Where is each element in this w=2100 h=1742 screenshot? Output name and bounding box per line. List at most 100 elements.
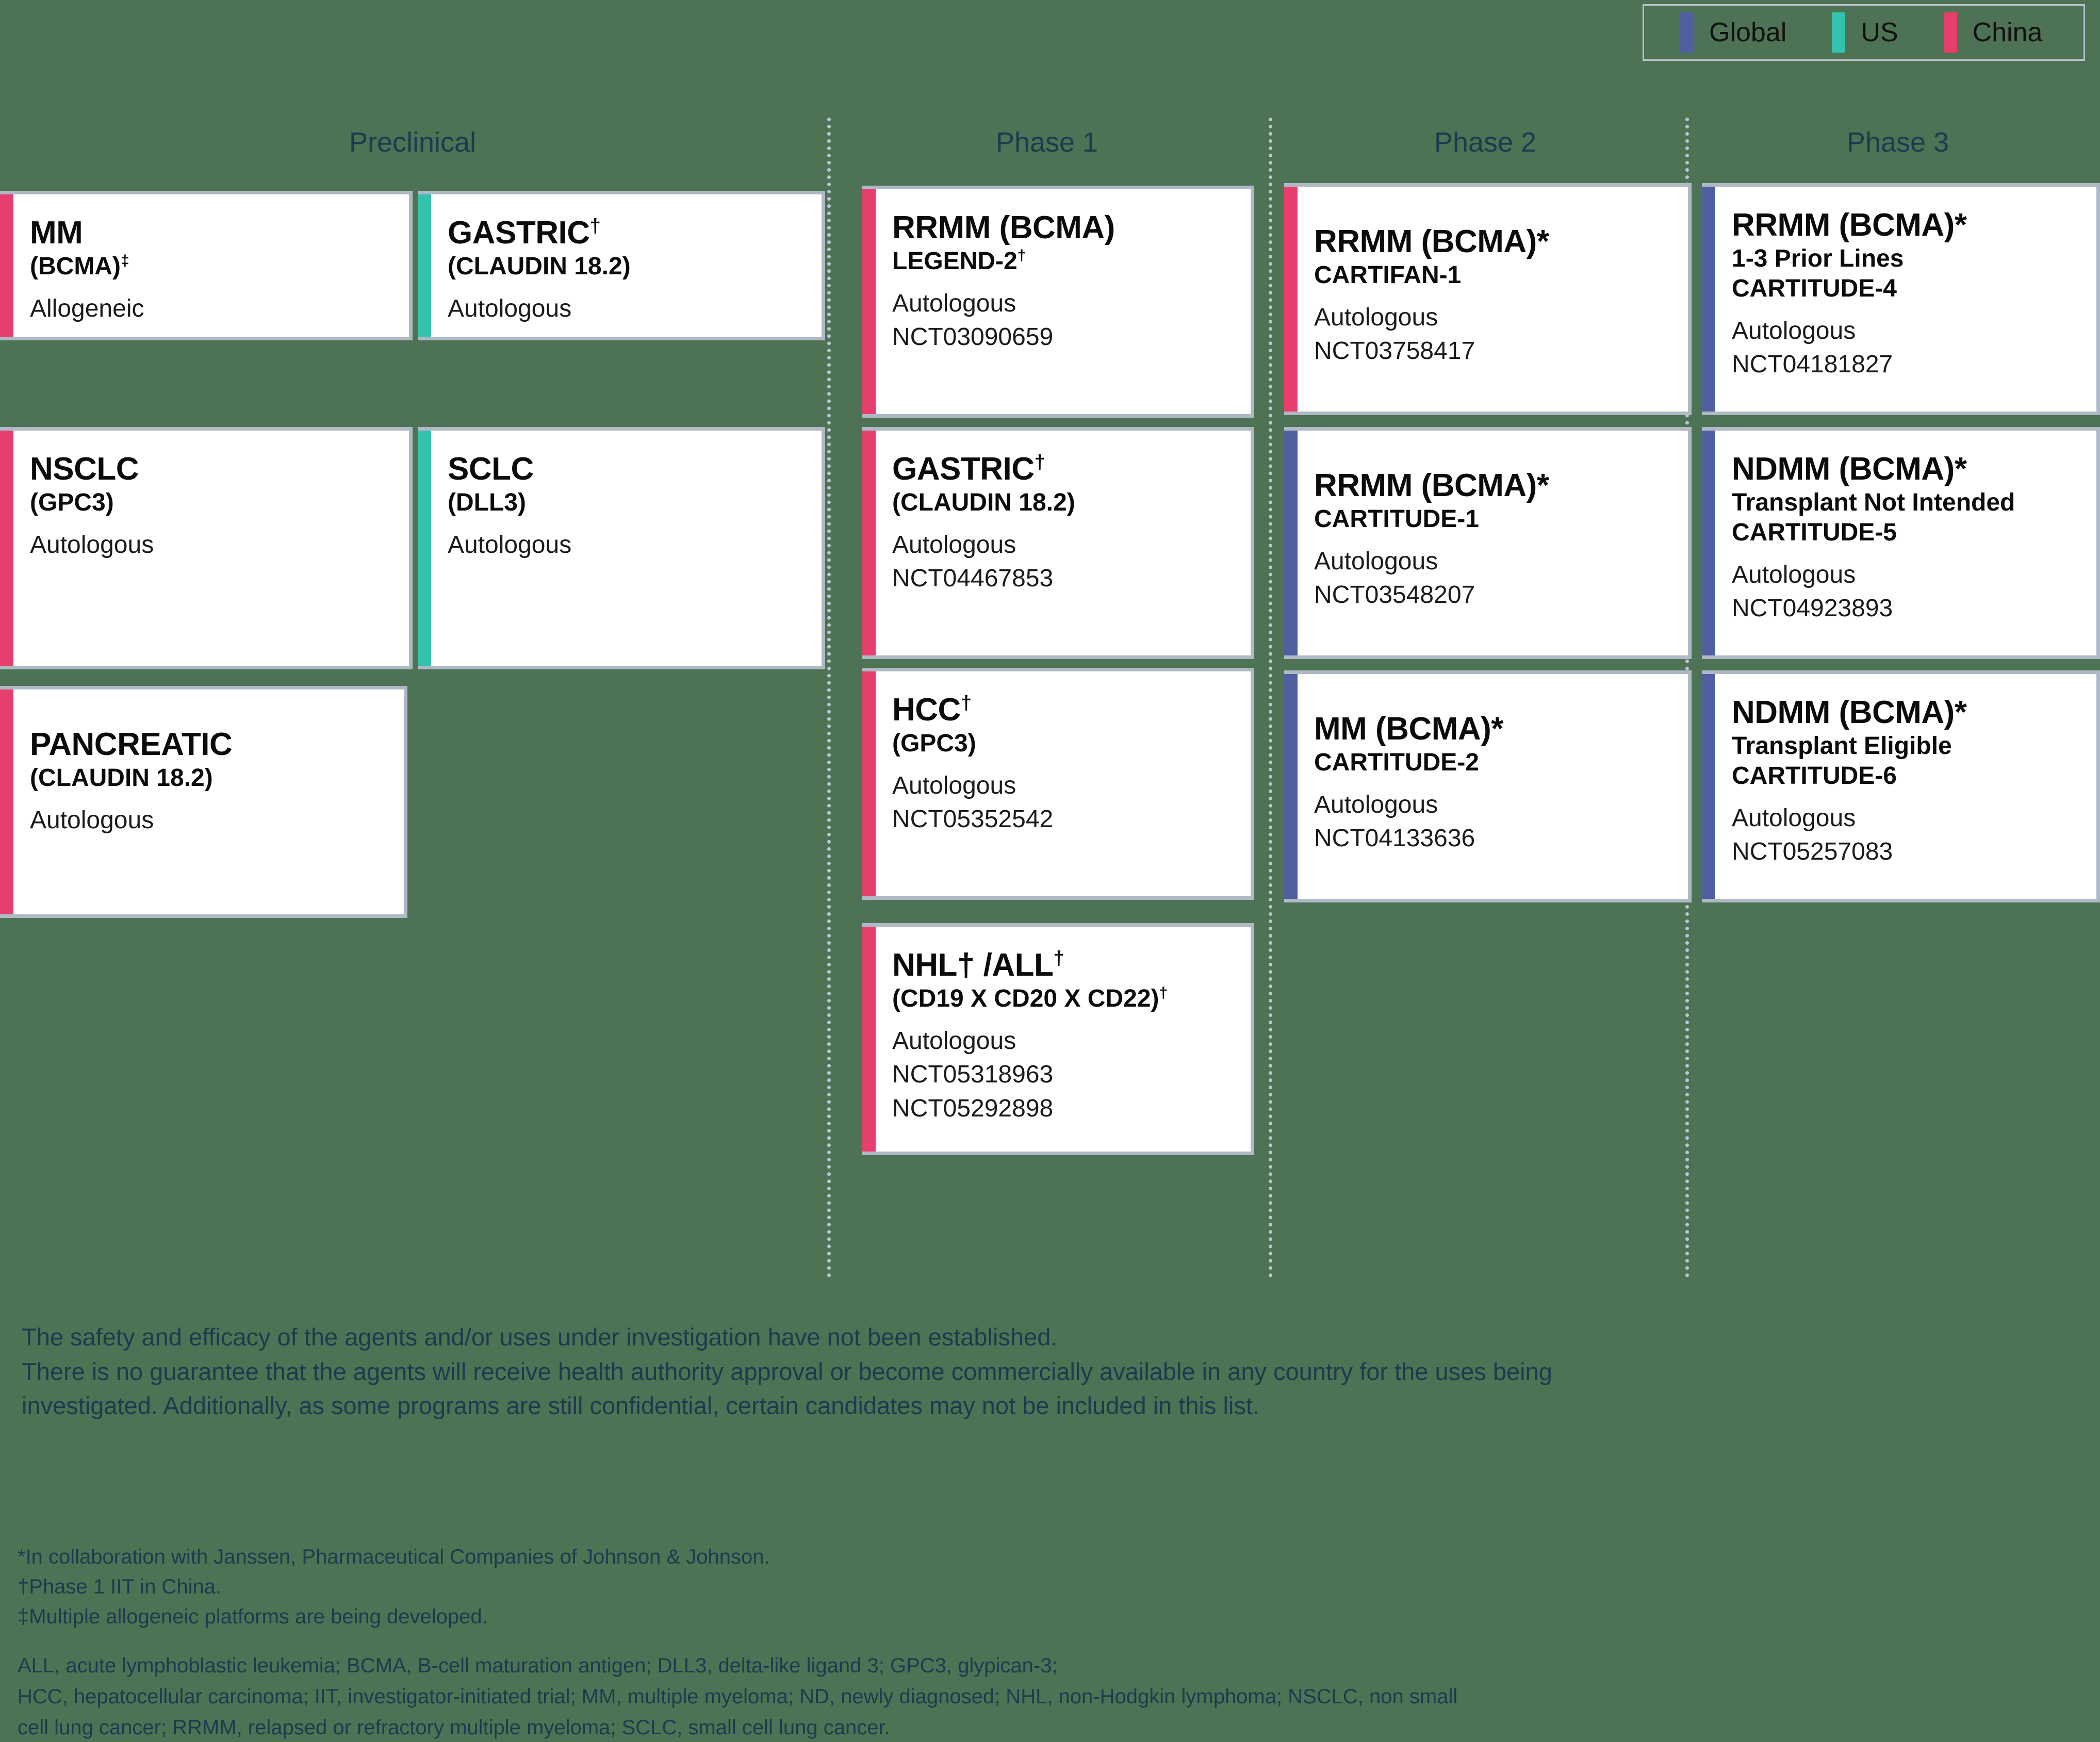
card-preclinical-mm[interactable]: MM (BCMA)‡ Allogeneic: [0, 191, 413, 340]
column-header-preclinical: Preclinical: [349, 127, 477, 158]
footnote-double-dagger: ‡Multiple allogeneic platforms are being…: [18, 1605, 488, 1628]
region-accent-bar: [418, 431, 431, 666]
card-detail-nct: NCT05352542: [892, 806, 1054, 833]
card-title: SCLC: [448, 451, 534, 487]
card-phase1-rrmm-legend2[interactable]: RRMM (BCMA) LEGEND-2† Autologous NCT0309…: [862, 186, 1254, 418]
card-target: (CD19 X CD20 X CD22)†: [892, 984, 1168, 1013]
legend-item-china: China: [1943, 12, 2088, 53]
card-trial-name: CARTITUDE-5: [1732, 519, 1897, 547]
card-phase3-rrmm-cartitude4[interactable]: RRMM (BCMA)* 1-3 Prior Lines CARTITUDE-4…: [1702, 183, 2100, 415]
card-phase2-rrmm-cartifan1[interactable]: RRMM (BCMA)* CARTIFAN-1 Autologous NCT03…: [1284, 183, 1692, 415]
card-preclinical-pancreatic[interactable]: PANCREATIC (CLAUDIN 18.2) Autologous: [0, 686, 407, 918]
card-target: (BCMA)‡: [30, 252, 129, 281]
region-accent-bar: [1702, 187, 1715, 412]
abbreviation-line-1: ALL, acute lymphoblastic leukemia; BCMA,…: [18, 1654, 1058, 1677]
card-title: RRMM (BCMA)*: [1314, 468, 1549, 503]
divider-preclinical-phase1: [827, 118, 831, 1278]
card-title: MM: [30, 215, 83, 251]
card-detail-source: Allogeneic: [30, 295, 144, 323]
card-detail-nct: NCT05257083: [1732, 838, 1893, 866]
card-detail-source: Autologous: [892, 290, 1016, 318]
card-trial-name: CARTITUDE-4: [1732, 275, 1897, 303]
card-detail-source: Autologous: [448, 295, 572, 323]
legend-item-global: Global: [1680, 12, 1832, 53]
card-phase1-gastric[interactable]: GASTRIC† (CLAUDIN 18.2) Autologous NCT04…: [862, 427, 1254, 659]
region-accent-bar: [1284, 187, 1298, 412]
divider-phase1-phase2: [1269, 118, 1272, 1278]
card-phase1-hcc[interactable]: HCC† (GPC3) Autologous NCT05352542: [862, 668, 1254, 900]
card-phase1-nhl-all[interactable]: NHL† /ALL† (CD19 X CD20 X CD22)† Autolog…: [862, 923, 1254, 1155]
footnotes: *In collaboration with Janssen, Pharmace…: [18, 1542, 1719, 1632]
legend-label-us: US: [1861, 18, 1898, 47]
column-header-phase2: Phase 2: [1434, 127, 1537, 158]
card-trial-name: CARTITUDE-2: [1314, 749, 1479, 777]
abbreviation-line-2: HCC, hepatocellular carcinoma; IIT, inve…: [18, 1685, 1458, 1708]
card-target: (CLAUDIN 18.2): [448, 253, 631, 281]
region-accent-bar: [0, 194, 13, 337]
card-detail-nct: NCT03758417: [1314, 337, 1475, 365]
card-detail-source: Autologous: [892, 531, 1016, 559]
region-accent-bar: [1702, 674, 1715, 899]
card-target: (CLAUDIN 18.2): [892, 489, 1075, 517]
legend-swatch-us: [1832, 12, 1846, 53]
region-accent-bar: [862, 431, 876, 655]
card-detail-nct: NCT05318963: [892, 1061, 1054, 1089]
legend: Global US China: [1643, 4, 2085, 61]
card-trial-name: CARTITUDE-1: [1314, 505, 1479, 533]
card-preclinical-sclc[interactable]: SCLC (DLL3) Autologous: [418, 427, 825, 669]
card-phase2-rrmm-cartitude1[interactable]: RRMM (BCMA)* CARTITUDE-1 Autologous NCT0…: [1284, 427, 1692, 659]
legend-swatch-china: [1943, 12, 1957, 53]
card-detail-source: Autologous: [30, 531, 154, 559]
card-phase2-mm-cartitude2[interactable]: MM (BCMA)* CARTITUDE-2 Autologous NCT041…: [1284, 670, 1692, 902]
footnote-dagger: †Phase 1 IIT in China.: [18, 1575, 222, 1598]
card-population: Transplant Eligible: [1732, 732, 1952, 760]
card-population: 1-3 Prior Lines: [1732, 245, 1904, 273]
footnote-asterisk: *In collaboration with Janssen, Pharmace…: [18, 1546, 770, 1568]
region-accent-bar: [1284, 431, 1298, 655]
card-title: HCC†: [892, 692, 972, 728]
card-preclinical-gastric[interactable]: GASTRIC† (CLAUDIN 18.2) Autologous: [418, 191, 825, 340]
card-title: PANCREATIC: [30, 727, 233, 762]
column-header-phase3: Phase 3: [1846, 127, 1949, 158]
disclaimer-line-1: The safety and efficacy of the agents an…: [22, 1323, 1058, 1351]
card-detail-source: Autologous: [448, 531, 572, 559]
legend-label-china: China: [1972, 18, 2043, 47]
region-accent-bar: [862, 927, 876, 1152]
legend-label-global: Global: [1709, 18, 1787, 47]
card-preclinical-nsclc[interactable]: NSCLC (GPC3) Autologous: [0, 427, 413, 669]
card-title: NHL† /ALL†: [892, 947, 1064, 983]
card-detail-source: Autologous: [892, 1027, 1016, 1055]
column-header-phase1: Phase 1: [995, 127, 1098, 158]
legend-swatch-global: [1680, 12, 1694, 53]
card-phase3-ndmm-cartitude5[interactable]: NDMM (BCMA)* Transplant Not Intended CAR…: [1702, 427, 2100, 659]
legend-item-us: US: [1832, 12, 1943, 53]
card-target: (GPC3): [892, 730, 976, 758]
card-detail-nct: NCT04181827: [1732, 351, 1893, 379]
card-title: GASTRIC†: [892, 451, 1045, 487]
card-title: RRMM (BCMA)*: [1732, 207, 1967, 243]
region-accent-bar: [862, 671, 876, 896]
region-accent-bar: [1284, 674, 1298, 899]
card-phase3-ndmm-cartitude6[interactable]: NDMM (BCMA)* Transplant Eligible CARTITU…: [1702, 670, 2100, 902]
card-trial-name: LEGEND-2†: [892, 247, 1026, 275]
card-title: RRMM (BCMA)*: [1314, 224, 1549, 259]
card-trial-name: CARTIFAN-1: [1314, 261, 1462, 289]
card-detail-nct: NCT03090659: [892, 323, 1054, 351]
card-detail-source: Autologous: [1732, 804, 1856, 832]
card-detail-nct: NCT04133636: [1314, 825, 1475, 852]
card-title: MM (BCMA)*: [1314, 711, 1503, 747]
abbreviation-line-3: cell lung cancer; RRMM, relapsed or refr…: [18, 1716, 890, 1739]
card-title: RRMM (BCMA): [892, 210, 1115, 245]
card-detail-nct: NCT04923893: [1732, 595, 1893, 622]
card-detail-source: Autologous: [1732, 561, 1856, 588]
card-population: Transplant Not Intended: [1732, 489, 2015, 517]
disclaimer: The safety and efficacy of the agents an…: [22, 1320, 1682, 1423]
card-detail-nct: NCT03548207: [1314, 581, 1475, 609]
card-detail-source: Autologous: [1314, 304, 1438, 332]
region-accent-bar: [0, 431, 13, 666]
card-target: (CLAUDIN 18.2): [30, 764, 213, 792]
card-trial-name: CARTITUDE-6: [1732, 762, 1897, 790]
card-detail-source: Autologous: [30, 807, 154, 834]
card-detail-source: Autologous: [892, 772, 1016, 800]
